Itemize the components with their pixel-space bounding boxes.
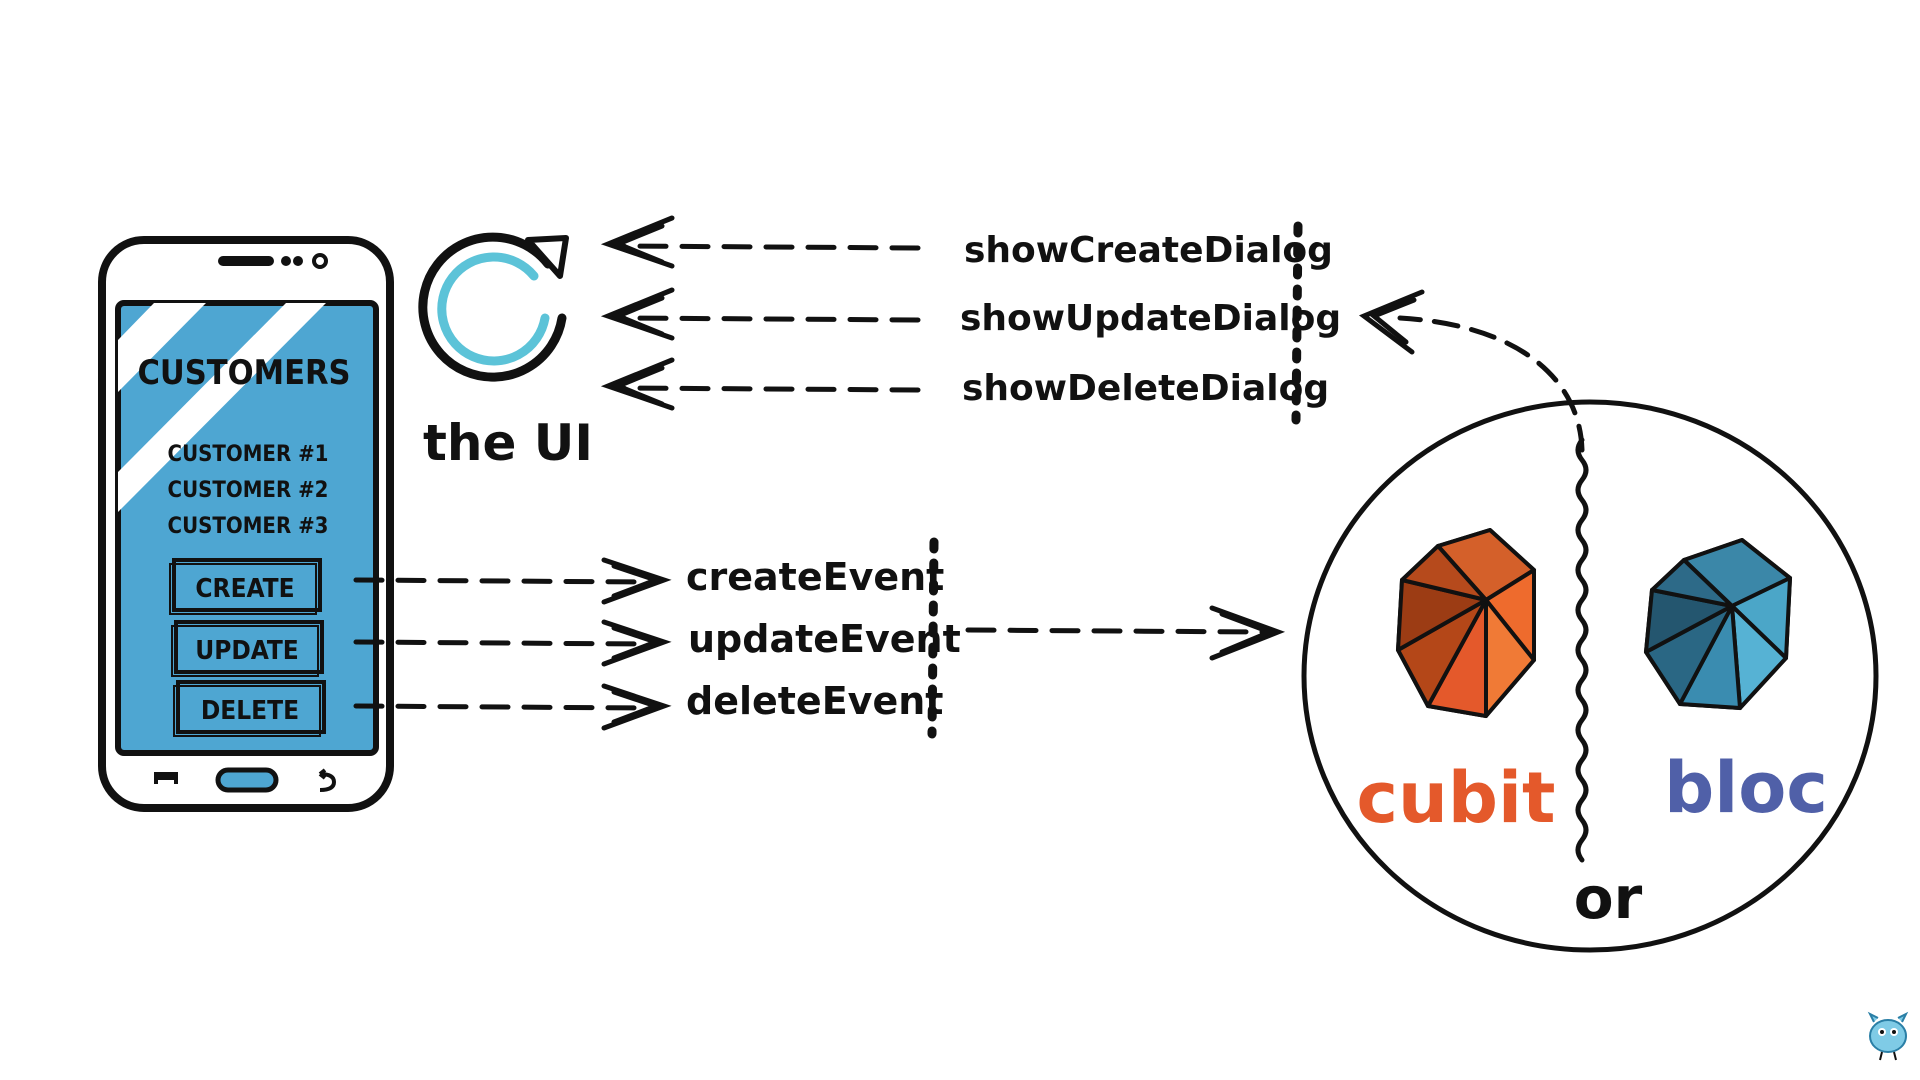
arrow-to-ui (600, 357, 921, 411)
mascot-icon (1867, 1011, 1909, 1061)
arrow-from-delete (353, 683, 672, 731)
nav-bar (154, 767, 337, 793)
phone-dot (293, 256, 303, 266)
create-button-label: CREATE (195, 574, 294, 604)
update-button-label: UPDATE (195, 636, 299, 666)
delete-button[interactable]: DELETE (173, 680, 326, 737)
delete-button-label: DELETE (201, 696, 299, 726)
event-divider (927, 537, 939, 739)
or-label: or (1574, 864, 1643, 932)
ui-label: the UI (423, 414, 593, 472)
state-circle (1301, 399, 1879, 953)
dialog-label: showCreateDialog (964, 230, 1333, 271)
icosahedron-icon (1396, 528, 1536, 718)
wavy-divider (1575, 437, 1589, 863)
arrow-from-create (353, 557, 672, 605)
dialog-divider (1291, 221, 1303, 425)
arrow-from-update (353, 619, 672, 667)
event-label: createEvent (686, 555, 944, 599)
customer-item: CUSTOMER #2 (168, 478, 329, 503)
event-label: deleteEvent (686, 679, 943, 723)
create-button[interactable]: CREATE (169, 558, 322, 615)
recent-apps-icon[interactable] (154, 772, 178, 784)
callback-arrow (1358, 289, 1585, 453)
bloc-label: bloc (1664, 747, 1828, 829)
phone-title: CUSTOMERS (137, 353, 350, 393)
arrow-to-ui (600, 215, 921, 269)
event-label: updateEvent (688, 617, 961, 661)
dialog-label: showUpdateDialog (960, 298, 1341, 339)
phone-dot (281, 256, 291, 266)
event-arrows (353, 557, 672, 731)
customer-item: CUSTOMER #1 (168, 442, 329, 467)
customer-item: CUSTOMER #3 (168, 514, 329, 539)
dialog-label: showDeleteDialog (962, 368, 1329, 409)
phone-speaker (218, 256, 274, 266)
phone: CUSTOMERS CUSTOMER #1 CUSTOMER #2 CUSTOM… (98, 236, 394, 812)
screen-stripes (118, 303, 326, 512)
arrow-to-ui (600, 287, 921, 341)
cubit-label: cubit (1357, 757, 1556, 839)
refresh-icon (418, 232, 569, 382)
update-button[interactable]: UPDATE (171, 620, 324, 677)
home-button-icon[interactable] (215, 767, 279, 793)
arrow-to-state (965, 605, 1286, 661)
back-icon[interactable] (318, 768, 337, 792)
dialog-arrows (600, 215, 921, 411)
phone-camera (312, 253, 328, 269)
icosahedron-icon (1644, 538, 1792, 710)
